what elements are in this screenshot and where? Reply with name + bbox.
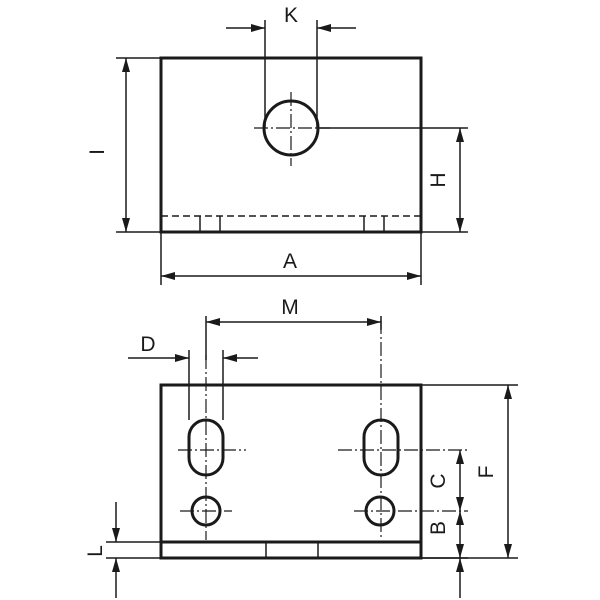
dim-i-arrow-top (122, 58, 130, 72)
dim-k-arrow-left (251, 24, 265, 32)
dim-c-arrow-top (456, 450, 464, 464)
dim-b-label: B (427, 521, 450, 535)
dim-a-arrow-left (161, 272, 175, 280)
dim-h-label: H (427, 172, 450, 187)
dim-b-arrow-top (456, 511, 464, 525)
dim-k-arrow-right (317, 24, 331, 32)
dim-d-label: D (140, 333, 155, 356)
dim-f-arrow-bottom (504, 544, 512, 558)
dim-l-label: L (84, 545, 107, 557)
dim-h-arrow-bottom (456, 218, 464, 232)
dim-m-arrow-right (367, 318, 381, 326)
front-view: M D F C B L (84, 296, 518, 598)
top-view: K I H A (86, 4, 468, 285)
dim-a-label: A (283, 250, 297, 273)
dim-m-arrow-left (206, 318, 220, 326)
dim-d-arrow-right (223, 354, 237, 362)
dim-b-arrow-bottom (456, 544, 464, 558)
dim-l-arrow-bottom (112, 558, 120, 572)
dim-h-arrow-top (456, 128, 464, 142)
front-view-body (159, 383, 423, 560)
dim-b-tail-arrow (456, 558, 464, 572)
dim-l-arrow-top (112, 528, 120, 542)
dim-i-label: I (86, 149, 109, 155)
dim-f-arrow-top (504, 385, 512, 399)
dim-d-arrow-left (175, 354, 189, 362)
top-view-body (159, 56, 423, 234)
dim-m-label: M (281, 296, 299, 319)
dim-i-arrow-bottom (122, 218, 130, 232)
dim-f-label: F (475, 466, 498, 479)
dim-c-label: C (427, 473, 450, 488)
dim-c-arrow-bottom (456, 497, 464, 511)
dim-k-label: K (284, 4, 298, 27)
dim-a-arrow-right (407, 272, 421, 280)
